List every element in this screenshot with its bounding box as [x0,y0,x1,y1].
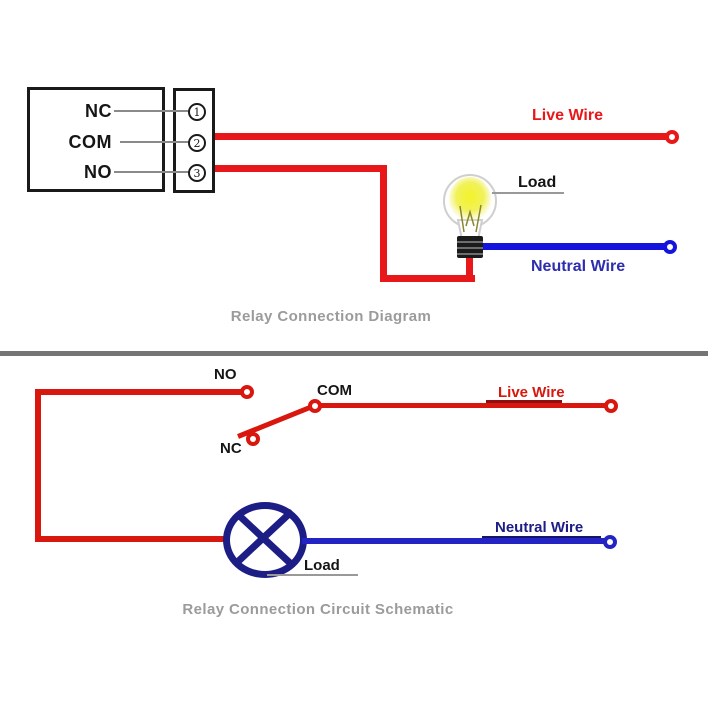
schematic-wire-to-no [35,389,241,395]
schematic-wire-to-lamp [35,536,227,542]
live-wire-label-top: Live Wire [532,107,603,124]
leader-line-nc [114,110,190,112]
live-wire-schematic [320,403,606,408]
no-contact-terminal [240,385,254,399]
leader-line-com [120,141,190,143]
no-label-schematic: NO [214,366,237,383]
live-wire-top [215,133,672,140]
neutral-wire-schematic [302,538,607,544]
terminal-label-no: NO [84,162,112,182]
no-wire-bottom [380,275,475,282]
neutral-wire-label-top: Neutral Wire [531,258,626,275]
live-wire-label-schematic: Live Wire [498,384,565,401]
nc-contact-terminal [246,432,260,446]
load-label-schematic: Load [304,557,340,574]
load-underline-schematic [267,574,358,576]
relay-box [27,87,165,192]
terminal-label-com: COM [68,132,112,152]
neutral-wire-underline [482,536,601,538]
com-label-schematic: COM [317,382,352,399]
top-caption: Relay Connection Diagram [230,308,432,325]
live-wire-underline [486,400,562,403]
neutral-wire-end-terminal-top [663,240,677,254]
section-divider [0,351,708,356]
no-wire-horizontal [215,165,387,172]
schematic-wire-left-vertical [35,389,41,542]
no-wire-vertical [380,165,387,282]
no-wire-to-bulb [466,250,473,282]
nc-label-schematic: NC [220,440,242,457]
neutral-wire-end-terminal-schematic [603,535,617,549]
terminal-number-1: 1 [188,103,206,121]
live-wire-end-terminal-schematic [604,399,618,413]
terminal-number-2: 2 [188,134,206,152]
live-wire-end-terminal-top [665,130,679,144]
terminal-number-3: 3 [188,164,206,182]
bottom-caption: Relay Connection Circuit Schematic [182,601,454,618]
load-leader-line-top [492,192,564,194]
neutral-wire-label-schematic: Neutral Wire [495,519,584,536]
load-label-top: Load [518,174,557,191]
terminal-label-nc: NC [85,101,112,121]
neutral-wire-top [481,243,669,250]
light-bulb-icon [443,174,497,258]
leader-line-no [114,171,190,173]
